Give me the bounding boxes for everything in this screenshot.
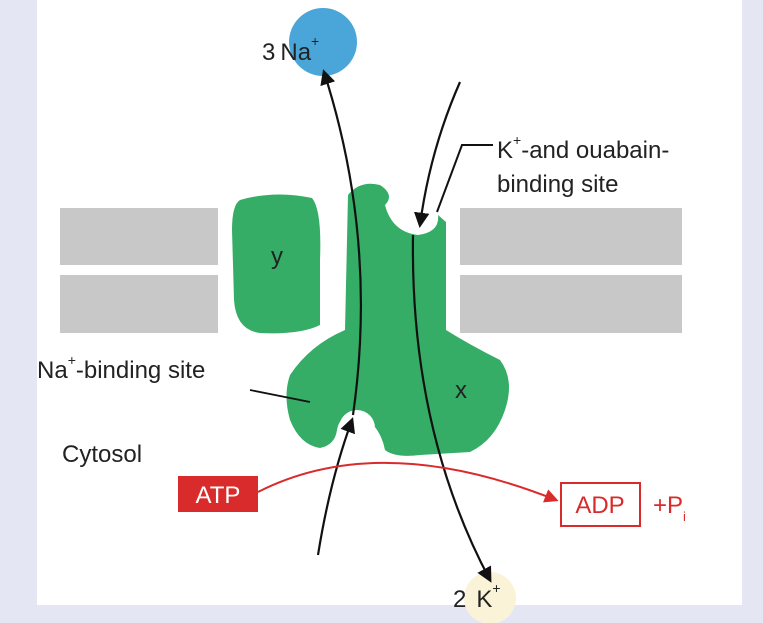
subunit-y-shape <box>232 194 321 334</box>
membrane <box>60 208 682 333</box>
potassium-ion-circle <box>464 572 516 623</box>
sodium-entry-arrow <box>316 417 355 556</box>
cytosol-label: Cytosol <box>62 441 142 468</box>
membrane-right-outer <box>460 208 682 265</box>
atp-label: ATP <box>196 482 241 509</box>
membrane-left-inner <box>60 275 218 333</box>
atp-hydrolysis-arrow <box>257 461 559 503</box>
potassium-site-leader <box>436 144 493 213</box>
subunit-x-label: x <box>455 377 467 404</box>
sodium-efflux-arrow <box>320 69 363 416</box>
sodium-ion-circle <box>289 8 357 76</box>
potassium-entry-arrow <box>413 81 462 229</box>
phosphate-label: +Pi <box>653 492 686 524</box>
adp-box <box>560 482 641 527</box>
potassium-binding-site-label: K+-and ouabain- <box>497 132 669 164</box>
potassium-binding-site-label-line2: binding site <box>497 171 618 198</box>
sodium-site-leader <box>249 389 311 403</box>
adp-label: ADP <box>575 492 624 519</box>
subunit-x-shape <box>286 183 509 456</box>
membrane-left-outer <box>60 208 218 265</box>
potassium-efflux-arrow <box>411 234 492 583</box>
sodium-binding-site-label: Na+-binding site <box>37 352 205 384</box>
atp-box <box>178 476 258 512</box>
subunit-y-label: y <box>271 243 283 270</box>
membrane-right-inner <box>460 275 682 333</box>
